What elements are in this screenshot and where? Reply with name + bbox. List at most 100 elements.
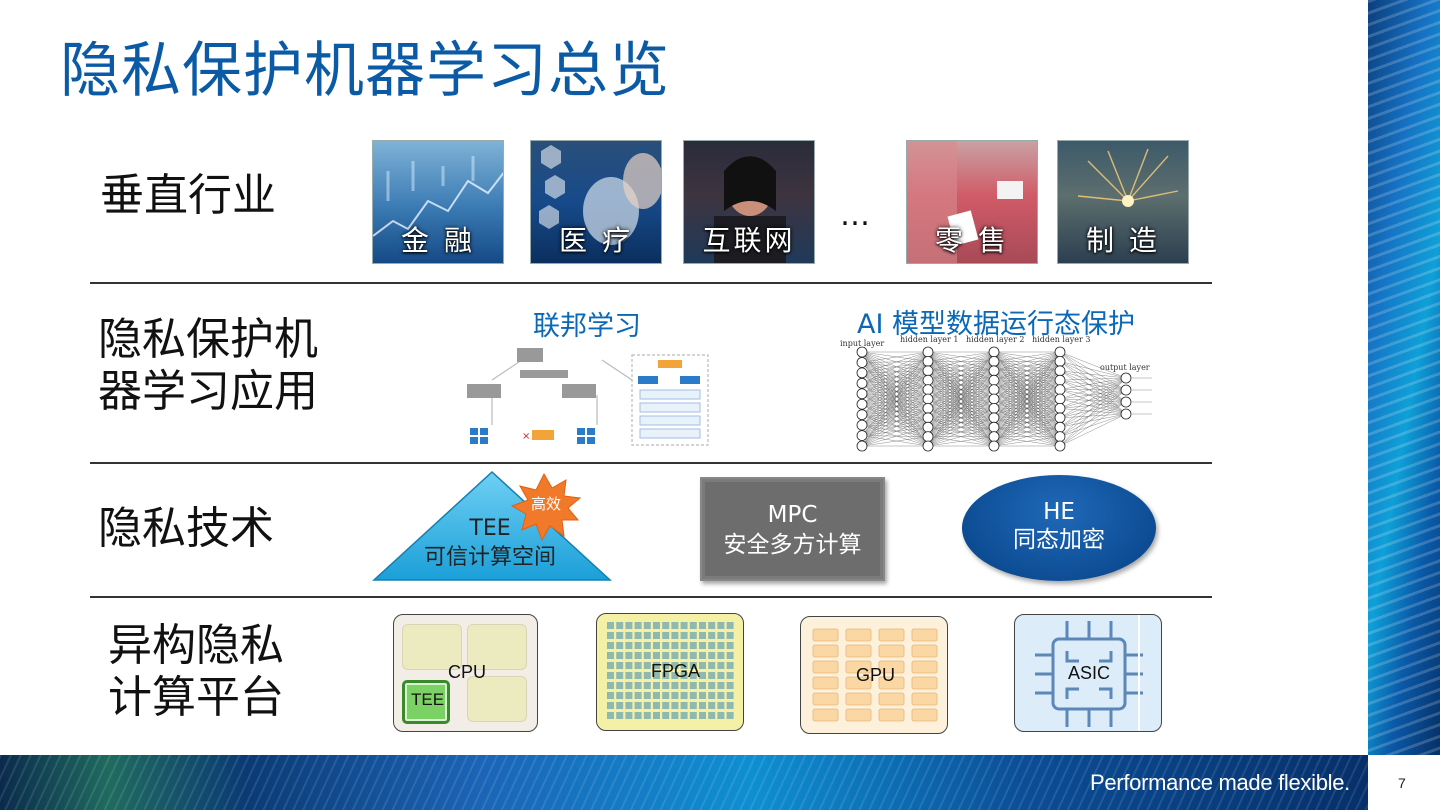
fpga-cell	[625, 702, 633, 709]
nn-node	[922, 365, 934, 377]
row-label-platform: 异构隐私 计算平台	[108, 620, 284, 724]
finance-chart-graphic	[373, 156, 503, 237]
bottom-corner	[1368, 755, 1440, 810]
fpga-cell	[653, 652, 660, 659]
fpga-cell	[699, 632, 706, 639]
nn-node	[1054, 393, 1066, 405]
fpga-cell	[662, 692, 670, 699]
industry-tile-internet: 互联网	[683, 140, 815, 264]
fpga-cell	[680, 702, 688, 709]
fpga-cell	[625, 632, 633, 639]
manufacturing-photo-graphic	[1077, 148, 1179, 207]
fpga-cell	[717, 622, 725, 629]
gpu-core	[911, 628, 938, 642]
fpga-cell	[699, 692, 706, 699]
fpga-cell	[726, 642, 734, 649]
divider-2	[90, 462, 1212, 464]
fpga-cell	[607, 662, 614, 669]
fpga-cell	[643, 672, 651, 679]
fpga-cell	[625, 652, 633, 659]
nn-node	[856, 367, 868, 379]
industry-tile-retail: 零 售	[906, 140, 1038, 264]
nn-node	[1120, 408, 1132, 420]
gpu-label: GPU	[856, 665, 896, 685]
fpga-cell	[625, 682, 633, 689]
fpga-cell	[662, 622, 670, 629]
fpga-cell	[717, 682, 725, 689]
cpu-core	[402, 624, 462, 670]
fpga-cell	[708, 622, 716, 629]
mpc-box: MPC 安全多方计算	[700, 477, 885, 581]
fpga-cell	[653, 622, 660, 629]
nn-node	[922, 346, 934, 358]
fpga-cell	[634, 622, 642, 629]
row-label-application-line2: 器学习应用	[98, 365, 318, 417]
fpga-cell	[671, 662, 679, 669]
fpga-cell	[616, 702, 624, 709]
fpga-cell	[643, 622, 651, 629]
gpu-cores-graphic	[812, 628, 938, 722]
fpga-cell	[708, 702, 716, 709]
fpga-cell	[616, 672, 624, 679]
nn-input-label: input layer	[840, 339, 884, 348]
gpu-core	[845, 644, 872, 658]
gpu-core	[812, 692, 839, 706]
nn-node	[988, 365, 1000, 377]
fpga-cell	[643, 692, 651, 699]
fpga-cell	[653, 712, 660, 719]
fpga-cell	[653, 632, 660, 639]
industry-medical-label: 医 疗	[559, 224, 633, 257]
fpga-cell	[726, 662, 734, 669]
gpu-core	[812, 676, 839, 690]
nn-node	[922, 412, 934, 424]
fpga-cell	[616, 642, 624, 649]
fpga-cell	[671, 682, 679, 689]
nn-node	[1054, 355, 1066, 367]
fpga-cell	[689, 622, 697, 629]
industry-retail-label: 零 售	[935, 224, 1009, 257]
fpga-cell	[625, 692, 633, 699]
nn-node	[1054, 346, 1066, 358]
nn-node	[988, 346, 1000, 358]
internet-photo-graphic	[714, 156, 786, 263]
gpu-core	[845, 708, 872, 722]
fpga-cell	[643, 712, 651, 719]
nn-node	[856, 440, 868, 452]
tee-efficiency-badge: 高效	[530, 495, 561, 513]
fpga-cell	[625, 712, 633, 719]
fpga-cell	[680, 662, 688, 669]
he-label-line1: HE	[1043, 499, 1075, 525]
nn-hidden3-label: hidden layer 3	[1032, 335, 1090, 344]
nn-node	[922, 440, 934, 452]
nn-hidden2-label: hidden layer 2	[966, 335, 1024, 344]
fpga-cell	[726, 702, 734, 709]
fpga-cell	[625, 622, 633, 629]
row-label-platform-line1: 异构隐私	[108, 620, 284, 671]
fpga-cell	[607, 622, 614, 629]
fpga-cell	[708, 672, 716, 679]
gpu-core	[878, 628, 905, 642]
industry-finance-label: 金 融	[401, 224, 475, 257]
fpga-cell	[662, 712, 670, 719]
fpga-cell	[653, 692, 660, 699]
nn-node	[1054, 403, 1066, 414]
fpga-cell	[662, 672, 670, 679]
nn-node	[988, 403, 1000, 414]
fpga-cell	[653, 662, 660, 669]
nn-node	[856, 419, 868, 431]
fpga-cell	[607, 682, 614, 689]
nn-node	[856, 377, 868, 389]
divider-3	[90, 596, 1212, 598]
fpga-cell	[671, 692, 679, 699]
industry-ellipsis: …	[840, 198, 870, 233]
nn-node	[988, 440, 1000, 452]
page-number: 7	[1398, 775, 1406, 791]
gpu-core	[845, 628, 872, 642]
footer-tagline: Performance made flexible.	[1090, 770, 1350, 795]
fpga-cell	[607, 652, 614, 659]
tee-label: TEE 可信计算空间	[400, 515, 580, 572]
gpu-chip	[800, 616, 948, 734]
gpu-core	[812, 628, 839, 642]
fpga-cell	[726, 692, 734, 699]
gpu-core	[812, 708, 839, 722]
